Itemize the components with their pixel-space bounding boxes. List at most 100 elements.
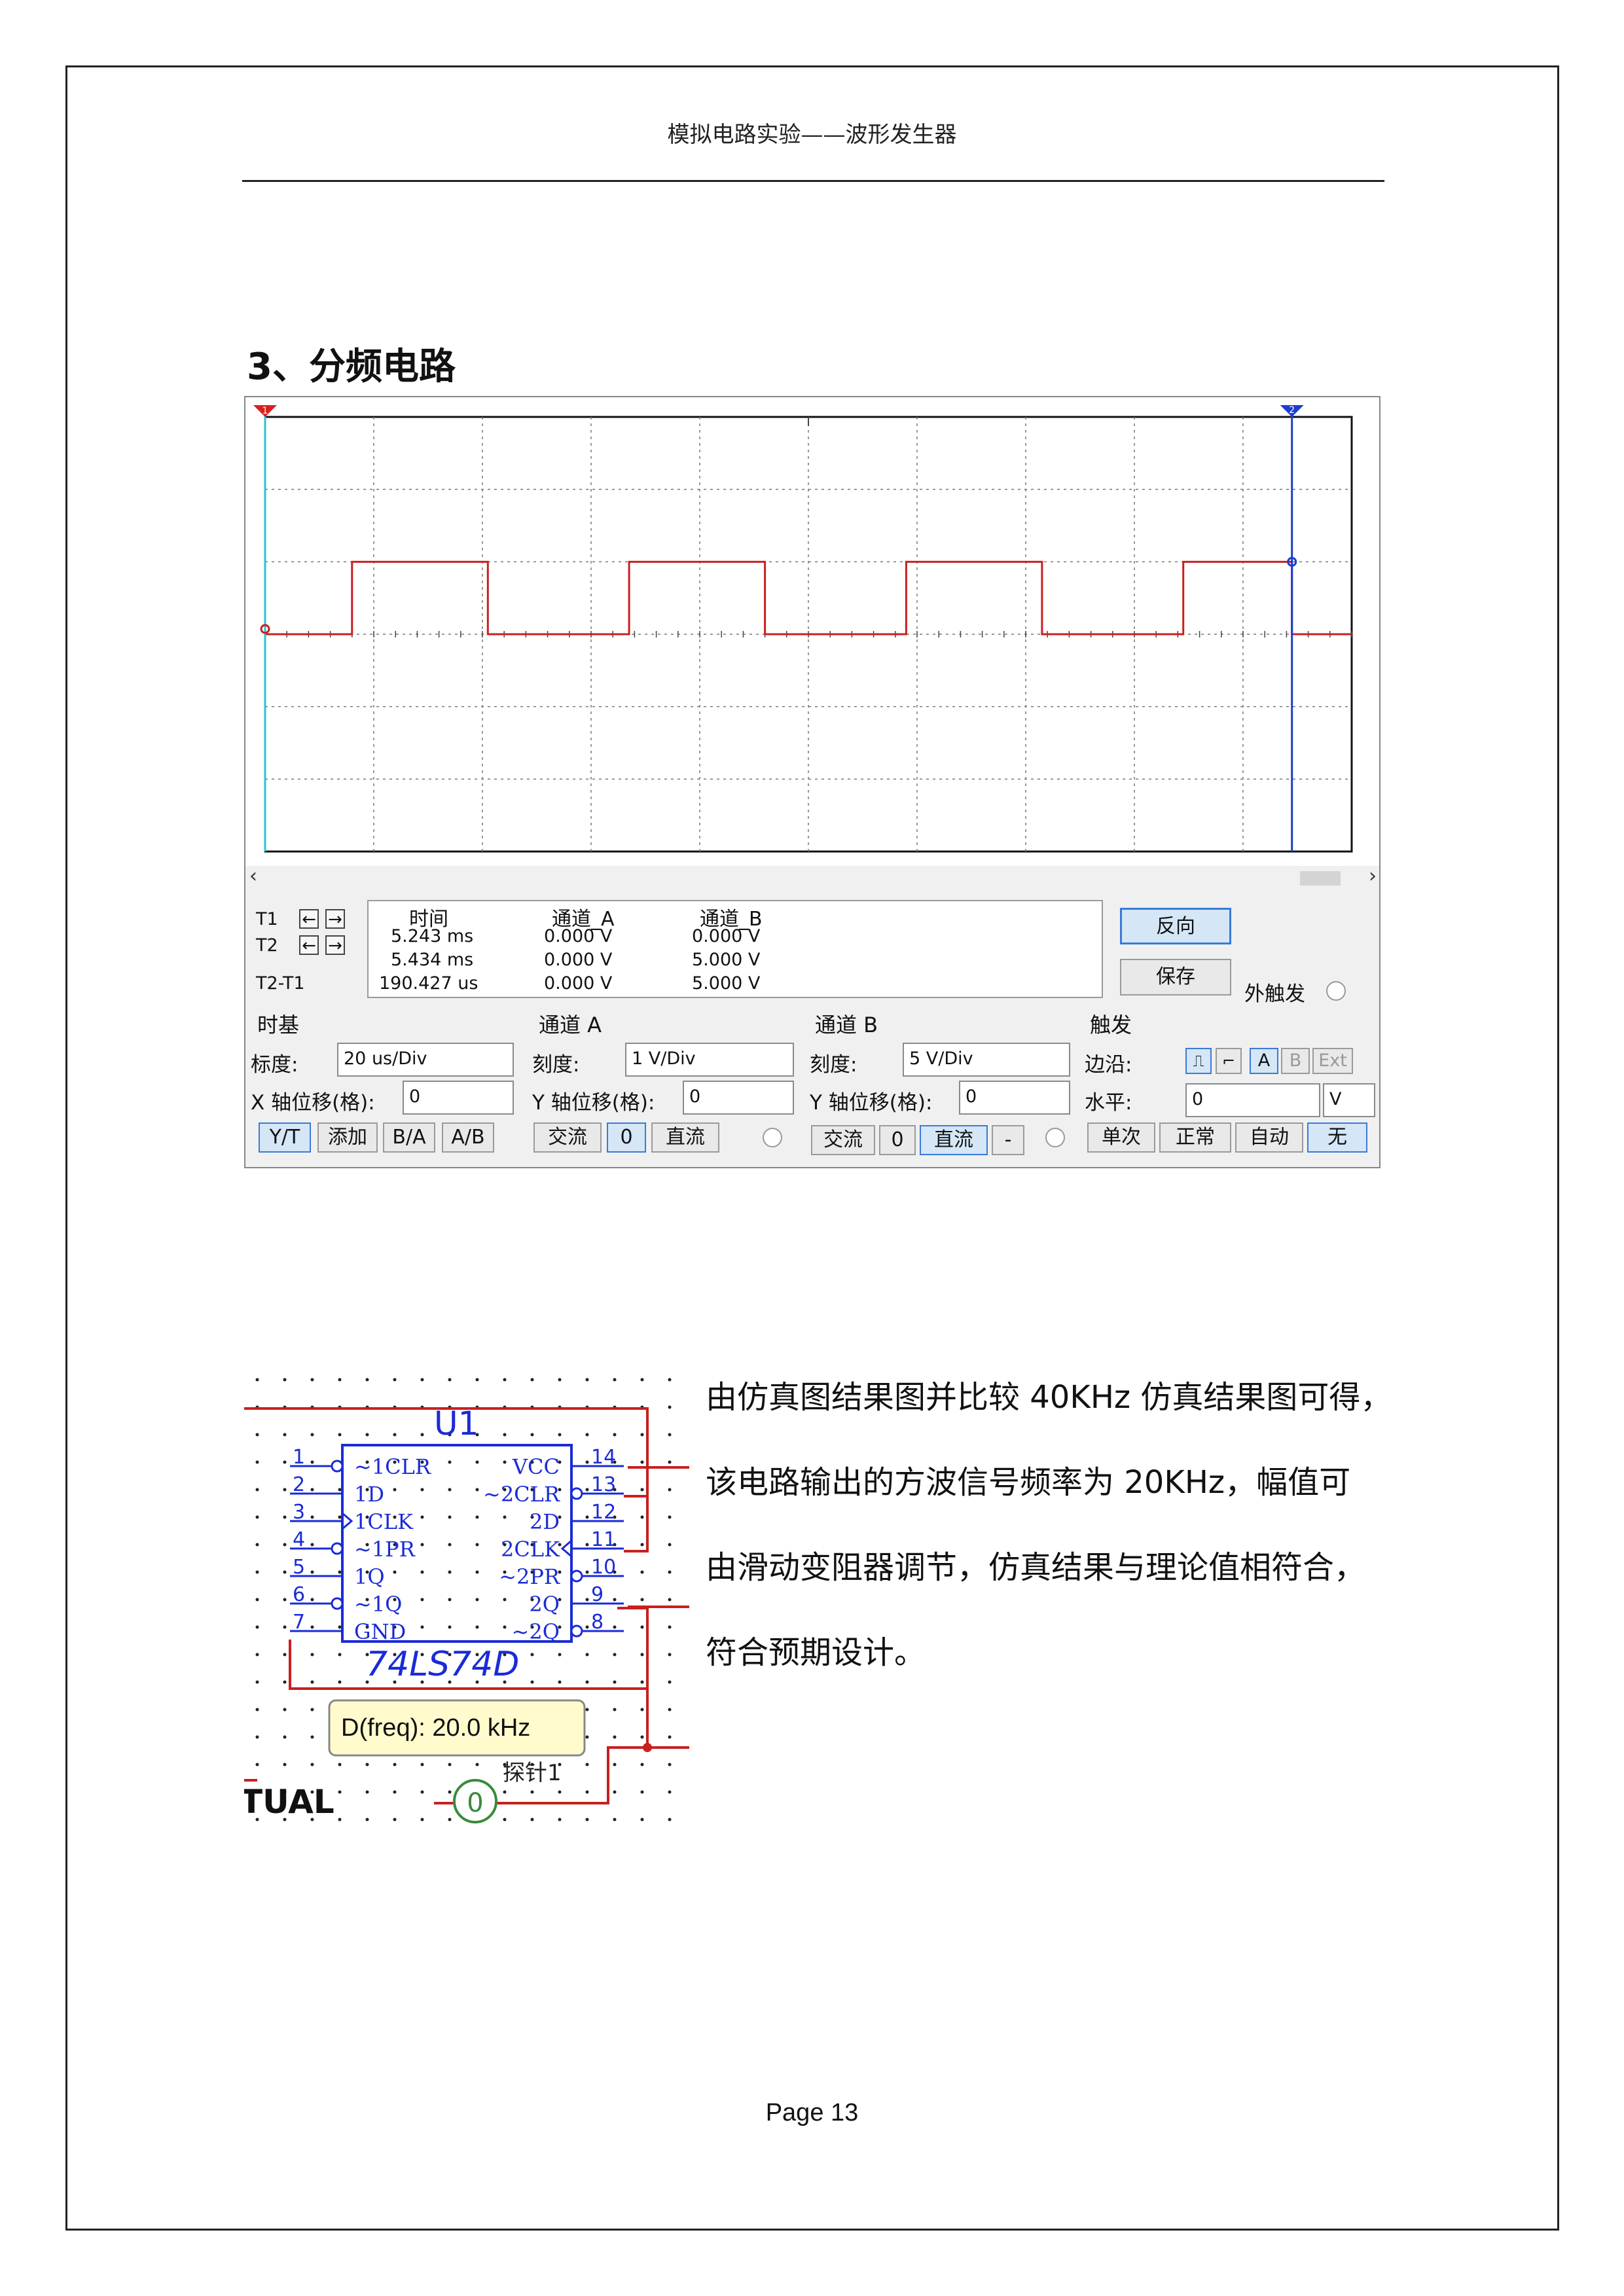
pin-number: 6	[293, 1583, 305, 1606]
pin-label: ~1Q	[354, 1592, 402, 1617]
channel-b-dc-button[interactable]: 直流	[920, 1125, 988, 1155]
pin-label: 1Q	[354, 1564, 385, 1589]
cursor-readout-area: T1 T2 T2-T1 ← → ← → 时间 通道_A 通道_B 5.243 m…	[249, 896, 1346, 1006]
pin-number: 8	[591, 1611, 604, 1634]
cursor-readout-table: 时间 通道_A 通道_B 5.243 ms 0.000 V 0.000 V 5.…	[367, 900, 1103, 998]
scroll-left-icon[interactable]: ‹	[249, 865, 257, 888]
channel-b-scale-field[interactable]: 5 V/Div	[903, 1043, 1070, 1077]
t2-left-arrow-icon[interactable]: ←	[299, 935, 319, 955]
channel-a-dc-button[interactable]: 直流	[651, 1122, 719, 1153]
channel-b-title: 通道 B	[815, 1013, 878, 1037]
falling-edge-icon[interactable]: ⌐	[1216, 1048, 1242, 1074]
channel-b-ac-button[interactable]: 交流	[811, 1125, 875, 1155]
horizontal-scrollbar[interactable]: ‹ ›	[249, 865, 1377, 888]
trigger-edge-label: 边沿:	[1085, 1053, 1132, 1077]
cursor-t2-marker: 2	[1289, 405, 1295, 416]
ext-trigger-label: 外触发	[1244, 982, 1305, 1006]
t1-right-arrow-icon[interactable]: →	[325, 909, 345, 929]
x-position-field[interactable]: 0	[403, 1081, 514, 1115]
timebase-scale-label: 标度:	[251, 1053, 298, 1077]
section-title: 3、分频电路	[247, 346, 456, 388]
channel-a-trace	[265, 560, 1352, 636]
oscilloscope-panel: 1 2 ‹ › T1 T2 T2-T1 ← → ← → 时间 通道_A 通道_B…	[244, 396, 1380, 1168]
t2-label: T2	[256, 935, 278, 956]
t1-channel-b: 0.000 V	[692, 926, 761, 946]
channel-a-radio[interactable]	[763, 1128, 782, 1147]
mode-yt-button[interactable]: Y/T	[259, 1122, 311, 1153]
delta-channel-b: 5.000 V	[692, 973, 761, 994]
channel-a-zero-button[interactable]: 0	[607, 1122, 646, 1153]
page-number: Page 13	[765, 2099, 859, 2126]
channel-a-ground-marker	[260, 624, 270, 634]
pin-number: 9	[591, 1583, 604, 1606]
red-wires	[244, 1407, 689, 1804]
pin-label: 1CLK	[354, 1509, 414, 1534]
timebase-title: 时基	[257, 1013, 300, 1037]
probe-icon[interactable]	[453, 1779, 497, 1823]
pin-label: ~2PR	[499, 1564, 560, 1589]
square-wave-line	[265, 560, 1352, 636]
pin-label: VCC	[512, 1454, 560, 1479]
probe-reading: D(freq): 20.0 kHz	[341, 1714, 530, 1742]
channel-a-ac-button[interactable]: 交流	[533, 1122, 602, 1153]
reverse-button[interactable]: 反向	[1120, 908, 1231, 944]
probe-number: 0	[467, 1788, 483, 1818]
cursor-t2-handle[interactable]	[1280, 405, 1304, 417]
header-channel-b: 通道_B	[700, 908, 763, 931]
body-line: 符合预期设计。	[706, 1634, 926, 1671]
t2-right-arrow-icon[interactable]: →	[325, 935, 345, 955]
t1-left-arrow-icon[interactable]: ←	[299, 909, 319, 929]
channel-a-ypos-field[interactable]: 0	[683, 1081, 794, 1115]
pin-number: 11	[591, 1528, 616, 1551]
trigger-single-button[interactable]: 单次	[1087, 1122, 1155, 1153]
header-channel-a: 通道_A	[552, 908, 615, 931]
delta-time: 190.427 us	[379, 973, 478, 994]
body-line: 由仿真图结果图并比较 40KHz 仿真结果图可得，	[706, 1379, 1392, 1416]
running-header: 模拟电路实验——波形发生器	[667, 122, 957, 148]
header-rule	[242, 180, 1384, 182]
channel-b-zero-button[interactable]: 0	[879, 1125, 916, 1155]
ic-body	[341, 1444, 573, 1643]
channel-a-scale-field[interactable]: 1 V/Div	[625, 1043, 794, 1077]
timebase-scale-field[interactable]: 20 us/Div	[337, 1043, 514, 1077]
mode-ab-button[interactable]: A/B	[442, 1122, 494, 1153]
pin-label: ~2Q	[512, 1619, 560, 1644]
channel-a-ypos-label: Y 轴位移(格):	[532, 1091, 655, 1115]
pin-label: 2D	[530, 1509, 560, 1534]
trigger-normal-button[interactable]: 正常	[1159, 1122, 1231, 1153]
pin-label: ~1CLR	[354, 1454, 431, 1479]
channel-b-radio[interactable]	[1045, 1128, 1065, 1147]
channel-a-scale-label: 刻度:	[532, 1053, 580, 1077]
wire-junction	[643, 1743, 652, 1752]
body-line: 由滑动变阻器调节，仿真结果与理论值相符合，	[706, 1549, 1366, 1586]
trigger-level-unit[interactable]: V	[1323, 1083, 1375, 1117]
trigger-auto-button[interactable]: 自动	[1235, 1122, 1303, 1153]
rising-edge-icon[interactable]: ⎍	[1185, 1048, 1212, 1074]
trigger-level-field[interactable]: 0	[1185, 1083, 1320, 1117]
mode-add-button[interactable]: 添加	[317, 1122, 378, 1153]
channel-b-minus-button[interactable]: -	[992, 1125, 1024, 1155]
channel-b-scale-label: 刻度:	[810, 1053, 857, 1077]
ext-trigger-radio[interactable]	[1326, 981, 1346, 1001]
trigger-source-b-button[interactable]: B	[1281, 1048, 1310, 1074]
trigger-source-a-button[interactable]: A	[1250, 1048, 1278, 1074]
probe-tooltip	[328, 1699, 586, 1757]
save-button[interactable]: 保存	[1120, 959, 1231, 996]
scroll-right-icon[interactable]: ›	[1369, 865, 1377, 888]
pin-number: 7	[293, 1611, 305, 1634]
trigger-none-button[interactable]: 无	[1307, 1122, 1367, 1153]
scroll-thumb[interactable]	[1300, 871, 1341, 886]
pin-number: 1	[293, 1446, 305, 1469]
pin-label: ~1PR	[354, 1537, 416, 1562]
mode-ba-button[interactable]: B/A	[383, 1122, 435, 1153]
t2-t1-label: T2-T1	[256, 973, 305, 994]
pin-label: 2Q	[529, 1592, 560, 1617]
trigger-source-ext-button[interactable]: Ext	[1312, 1048, 1353, 1074]
cursor-t1-handle[interactable]	[253, 405, 277, 417]
t2-channel-a: 0.000 V	[544, 950, 613, 970]
pin-label: ~2CLR	[483, 1482, 560, 1507]
channel-b-ypos-field[interactable]: 0	[959, 1081, 1070, 1115]
pin-label: 2CLK	[501, 1537, 560, 1562]
oscilloscope-screen: 1 2	[245, 397, 1379, 866]
